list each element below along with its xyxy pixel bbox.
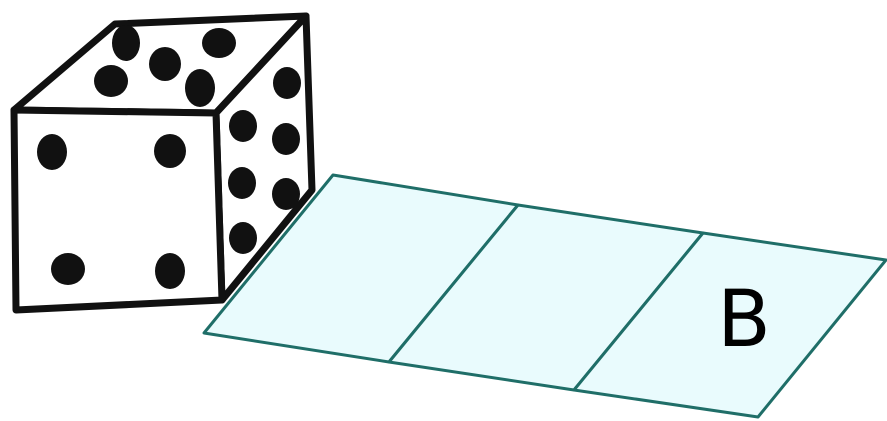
die-top-pip [112,25,140,61]
die-front-pip [37,134,67,170]
die-right-pip [229,222,257,254]
die-right-pip [229,110,257,142]
die-right-pip [272,123,300,155]
die-right-pip [273,67,301,99]
die-right-pip [228,167,256,199]
net-strip [204,175,886,417]
die-front-pip [154,134,186,168]
die-front-pip [155,253,185,289]
die-top-pip [185,69,215,107]
die-top-pip [202,28,236,58]
die-right-pip [272,178,300,210]
die-top-pip [94,65,128,97]
die-top-pip [149,47,181,81]
strip-cell-3-label: B [717,275,771,365]
die-front-pip [51,253,85,285]
